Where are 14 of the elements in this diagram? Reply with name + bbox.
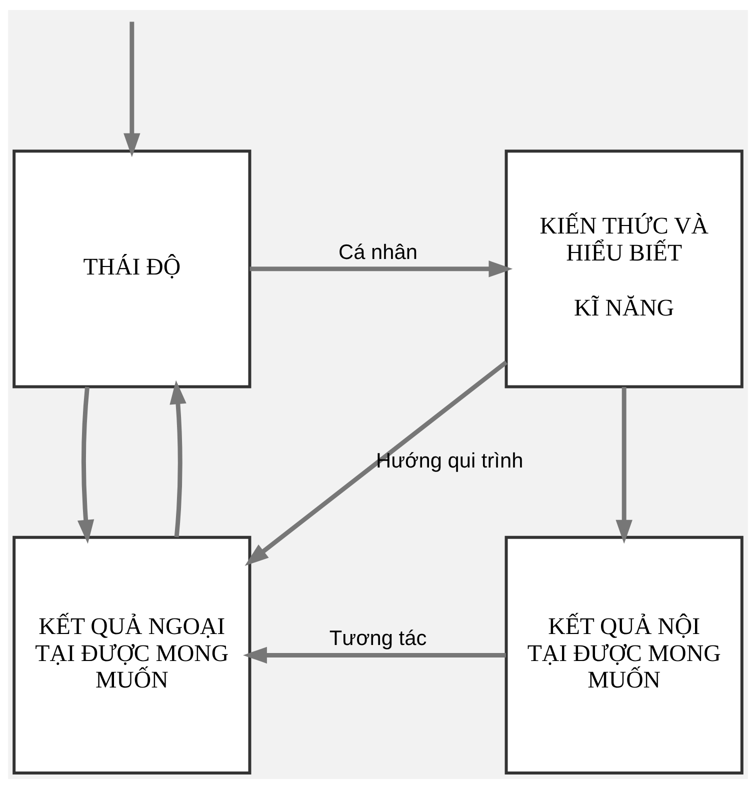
node-box: KIẾN THỨC VÀ HIỂU BIẾT KĨ NĂNG [504, 149, 744, 388]
arrow [250, 260, 513, 277]
node-box: KẾT QUẢ NỘI TẠI ĐƯỢC MONG MUỐN [504, 535, 744, 774]
arrow [616, 386, 632, 544]
arrow [124, 21, 140, 157]
node-box: KẾT QUẢ NGOẠI TẠI ĐƯỢC MONG MUỐN [12, 535, 252, 774]
arrow [170, 380, 186, 537]
edge-label: Tương tác [329, 626, 427, 650]
edge-label: Cá nhân [338, 240, 418, 264]
edge-label: Hướng qui trình [376, 449, 524, 472]
arrow [243, 646, 506, 664]
arrow [77, 386, 94, 544]
node-box: THÁI ĐỘ [12, 149, 252, 388]
arrow [244, 360, 508, 566]
